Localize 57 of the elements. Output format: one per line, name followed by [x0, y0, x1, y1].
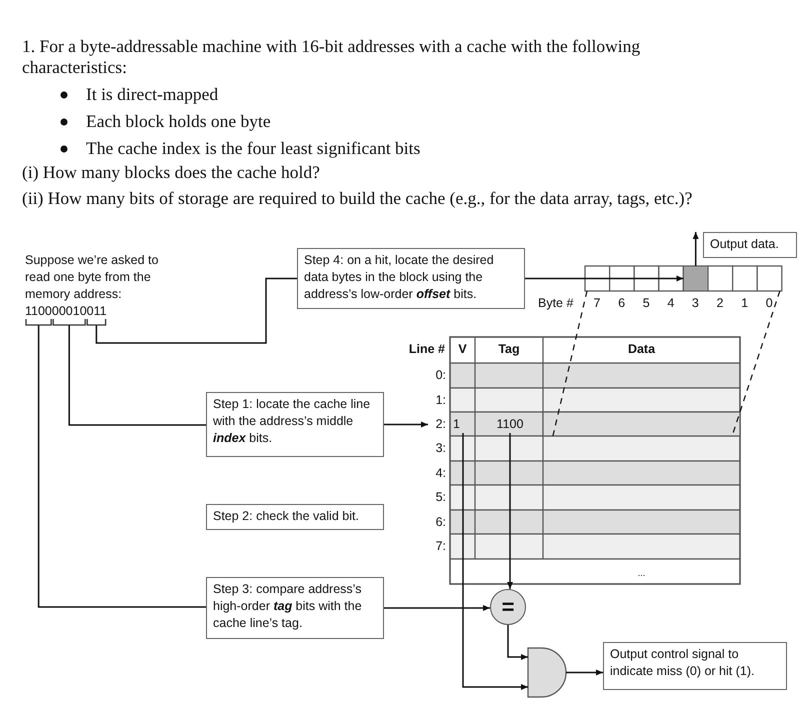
selected-byte-cell	[682, 266, 708, 292]
byte-label: 6	[617, 295, 626, 312]
arrow	[384, 422, 428, 428]
step-box: Step 3: compare address’s high-order tag bits with the cache line’s tag.	[206, 577, 384, 639]
arrow	[462, 433, 528, 690]
connector-line	[68, 325, 206, 426]
question-text: 1. For a byte-addressable machine with 16-bit addresses with a cache with the following characteristics:	[22, 36, 642, 78]
bit-bracket	[86, 319, 106, 326]
byte-block	[584, 265, 782, 292]
arrow	[507, 433, 513, 589]
question-text: (ii) How many bits of storage are required to build the cache (e.g., for the data array, tags, etc.)?	[22, 188, 694, 209]
question-text: (i) How many blocks does the cache hold?	[22, 162, 321, 183]
column-header: Tag	[497, 341, 521, 358]
byte-label: 7	[592, 295, 602, 312]
output-box: Output data.	[703, 232, 797, 258]
line-number: 0:	[434, 367, 446, 384]
projection-line	[552, 290, 588, 436]
arrow	[566, 670, 603, 676]
step-box: Step 1: locate the cache line with the address’s middle index bits.	[206, 392, 384, 457]
output-box: Output control signal to indicate miss (0) or hit (1).	[603, 642, 787, 690]
bullet-text: It is direct-mapped	[86, 84, 220, 105]
column-header: Data	[626, 341, 656, 358]
byte-label: Byte #	[538, 295, 574, 312]
column-header: V	[457, 341, 468, 358]
byte-label: 1	[740, 295, 750, 312]
line-number: 3:	[434, 440, 446, 457]
byte-label: 4	[666, 295, 676, 312]
line-number: 7:	[434, 538, 446, 555]
line-number: 6:	[434, 514, 446, 531]
data-cell	[542, 411, 741, 437]
connector-line	[38, 325, 206, 608]
byte-label: 3	[690, 295, 700, 312]
step-box: Step 4: on a hit, locate the desired data bytes in the block using the address’s low-order offset bits.	[297, 248, 525, 309]
line-number: 5:	[434, 489, 446, 506]
bit-bracket	[52, 319, 86, 326]
line-number: 1:	[434, 392, 446, 409]
bullet-text: The cache index is the four least significant bits	[86, 138, 422, 159]
connector-line	[96, 278, 297, 344]
arrow	[507, 625, 528, 660]
comparator-circle: =	[490, 589, 526, 625]
bit-bracket	[25, 319, 52, 326]
arrow	[525, 276, 684, 282]
intro-text: Suppose we’re asked to read one byte from the memory address: 110000010011	[25, 252, 175, 320]
line-number: 2:	[428, 416, 446, 433]
column-header: Line #	[408, 341, 445, 358]
valid-bit: 1	[453, 416, 473, 433]
arrow	[384, 605, 490, 611]
tag-value: 1100	[480, 416, 540, 433]
step-box: Step 2: check the valid bit.	[206, 504, 384, 530]
ellipsis-text: ...	[636, 567, 646, 580]
byte-label: 0	[764, 295, 774, 312]
byte-label: 2	[716, 295, 724, 312]
byte-label: 5	[642, 295, 651, 312]
arrow	[692, 232, 699, 266]
bullet-text: Each block holds one byte	[86, 111, 272, 132]
and-gate-icon	[527, 647, 567, 698]
line-number: 4:	[434, 465, 446, 482]
